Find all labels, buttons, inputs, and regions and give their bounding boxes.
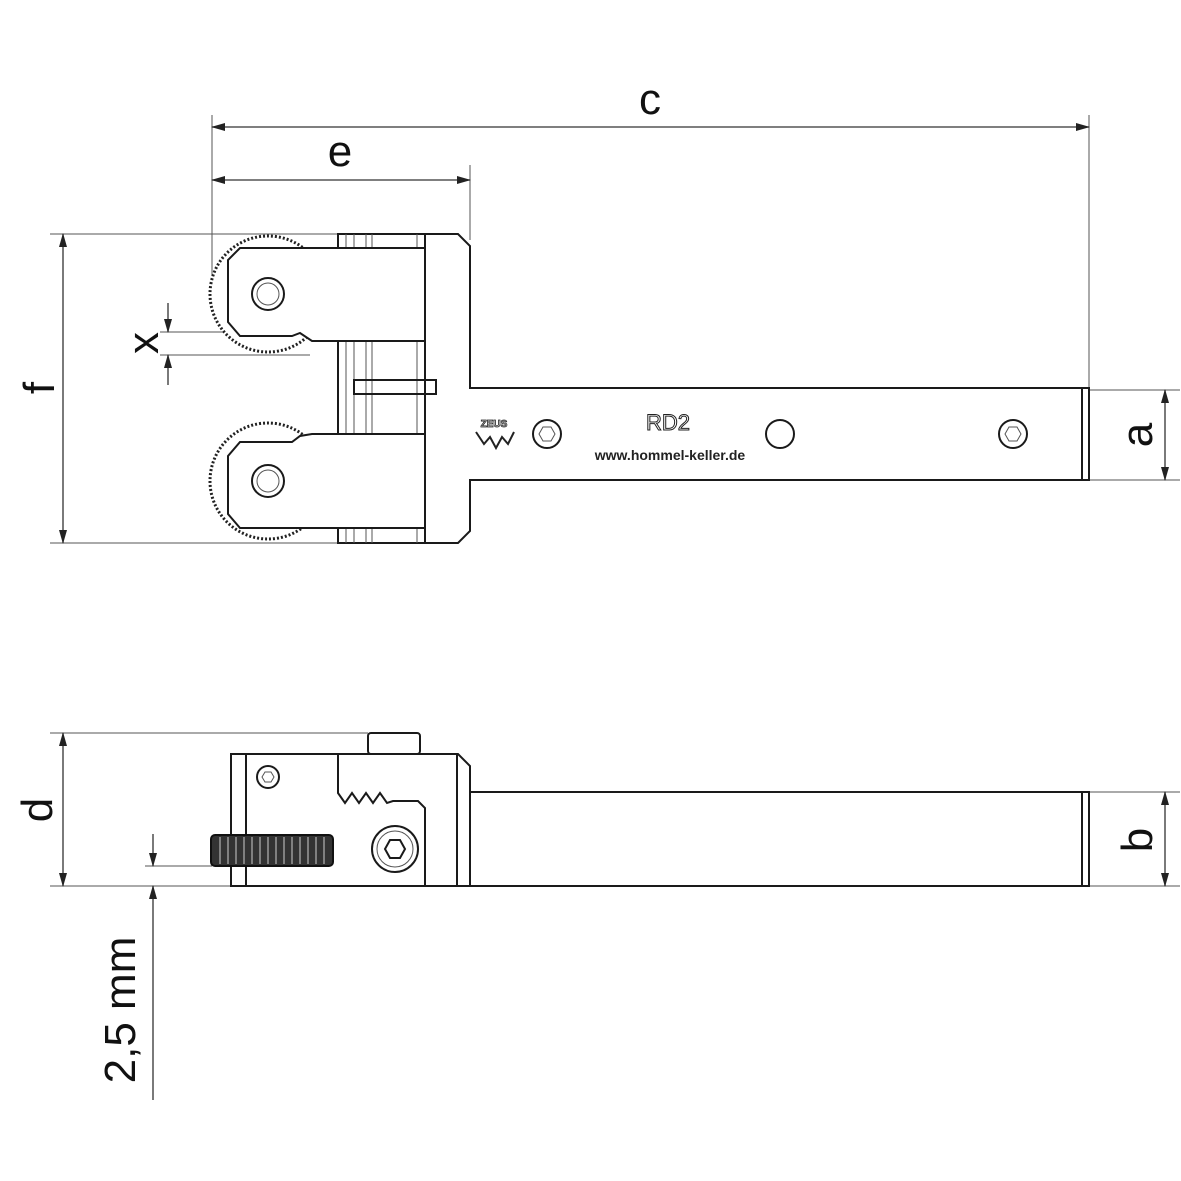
top-block [367, 732, 421, 755]
screw-icon [256, 765, 280, 789]
dimension-e-label: e [328, 127, 352, 176]
knurl-wheel-side [210, 834, 334, 867]
dimension-d: d [13, 732, 67, 887]
serration [337, 754, 426, 886]
dimension-a-label: a [1113, 422, 1162, 447]
side-shank [469, 791, 1090, 887]
dimension-f: f [15, 233, 67, 544]
screw-icon [998, 419, 1028, 449]
zeus-logo: ZEUS [475, 419, 515, 451]
dimension-offset-label: 2,5 mm [96, 937, 145, 1084]
model-label: RD2 [646, 410, 690, 435]
adjust-screw-icon [371, 825, 419, 873]
adjust-pin [353, 379, 437, 395]
dimension-f-label: f [15, 381, 64, 394]
dimension-c-label: c [639, 75, 661, 124]
dimension-b-label: b [1113, 828, 1162, 852]
svg-text:ZEUS: ZEUS [481, 419, 508, 430]
axle-upper [251, 277, 285, 311]
dimension-offset: 2,5 mm [96, 834, 157, 1100]
hole [765, 419, 795, 449]
dimension-a: a [1113, 389, 1169, 481]
axle-lower [251, 464, 285, 498]
dimension-x: x [119, 303, 172, 385]
holder-arm-lower [227, 433, 426, 529]
dimension-e: e [211, 127, 471, 184]
dimension-b: b [1113, 791, 1169, 887]
screw-icon [532, 419, 562, 449]
dimension-d-label: d [13, 798, 62, 822]
tool-body-outline [337, 233, 1090, 544]
side-view: d b 2,5 mm [13, 732, 1180, 1100]
dimension-x-label: x [119, 332, 168, 354]
dimension-c: c [211, 75, 1090, 131]
website-label: www.hommel-keller.de [594, 447, 746, 463]
top-view: c e f x a [15, 75, 1180, 544]
holder-arm-upper [227, 247, 426, 342]
